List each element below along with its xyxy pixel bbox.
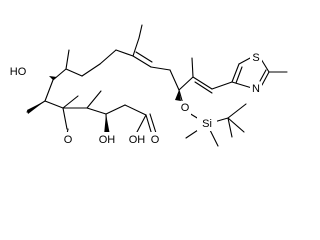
atom-thiazole-sulfur: S <box>252 52 259 64</box>
atom-silyl-ether-oxygen: O <box>181 102 190 114</box>
skeletal-bonds <box>26 24 288 147</box>
atom-hydroxyl-bottom: OH <box>99 134 116 146</box>
stereo-wedges <box>27 76 181 135</box>
atom-labels: HO O OH OH O O Si S N <box>8 51 262 146</box>
atom-ketone-oxygen: O <box>64 134 73 146</box>
atom-silicon: Si <box>202 118 212 130</box>
atom-acid-carbonyl-oxygen: O <box>151 134 160 146</box>
molecule-canvas: HO O OH OH O O Si S N <box>8 24 288 147</box>
atom-hydroxyl-left: HO <box>10 66 27 78</box>
atom-thiazole-nitrogen: N <box>252 83 260 95</box>
atom-carboxylic-acid-oh: OH <box>129 134 146 146</box>
molecule-structure: HO O OH OH O O Si S N <box>8 24 288 147</box>
